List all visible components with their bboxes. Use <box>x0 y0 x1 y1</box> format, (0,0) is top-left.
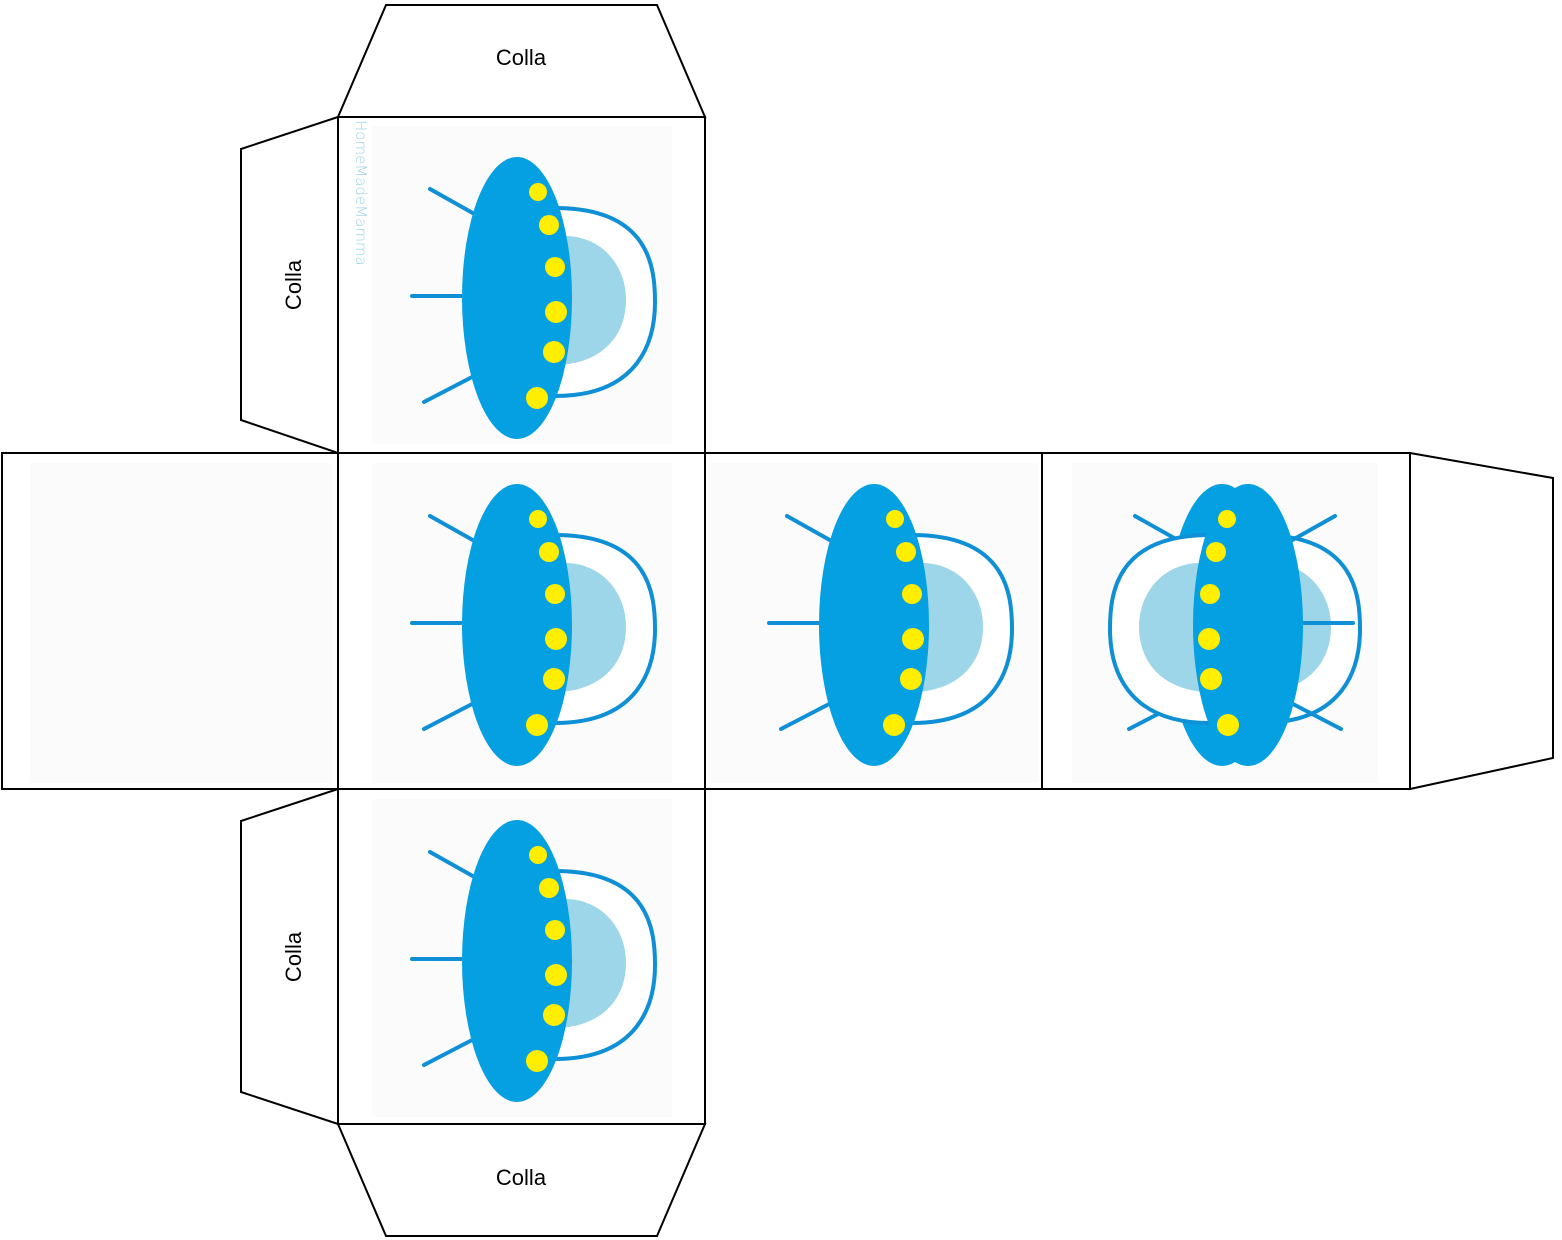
face-bottom <box>337 788 706 1125</box>
watermark-text: HomeMadeMamma <box>352 120 370 266</box>
glue-label-upper-left: Colla <box>281 259 306 310</box>
face-left-bg <box>30 463 332 783</box>
face-right2 <box>1041 452 1411 790</box>
glue-flap-right <box>1409 451 1554 791</box>
glue-label-top: Colla <box>496 45 547 70</box>
glue-label-lower-left: Colla <box>281 931 306 982</box>
glue-label-bottom: Colla <box>496 1165 547 1190</box>
